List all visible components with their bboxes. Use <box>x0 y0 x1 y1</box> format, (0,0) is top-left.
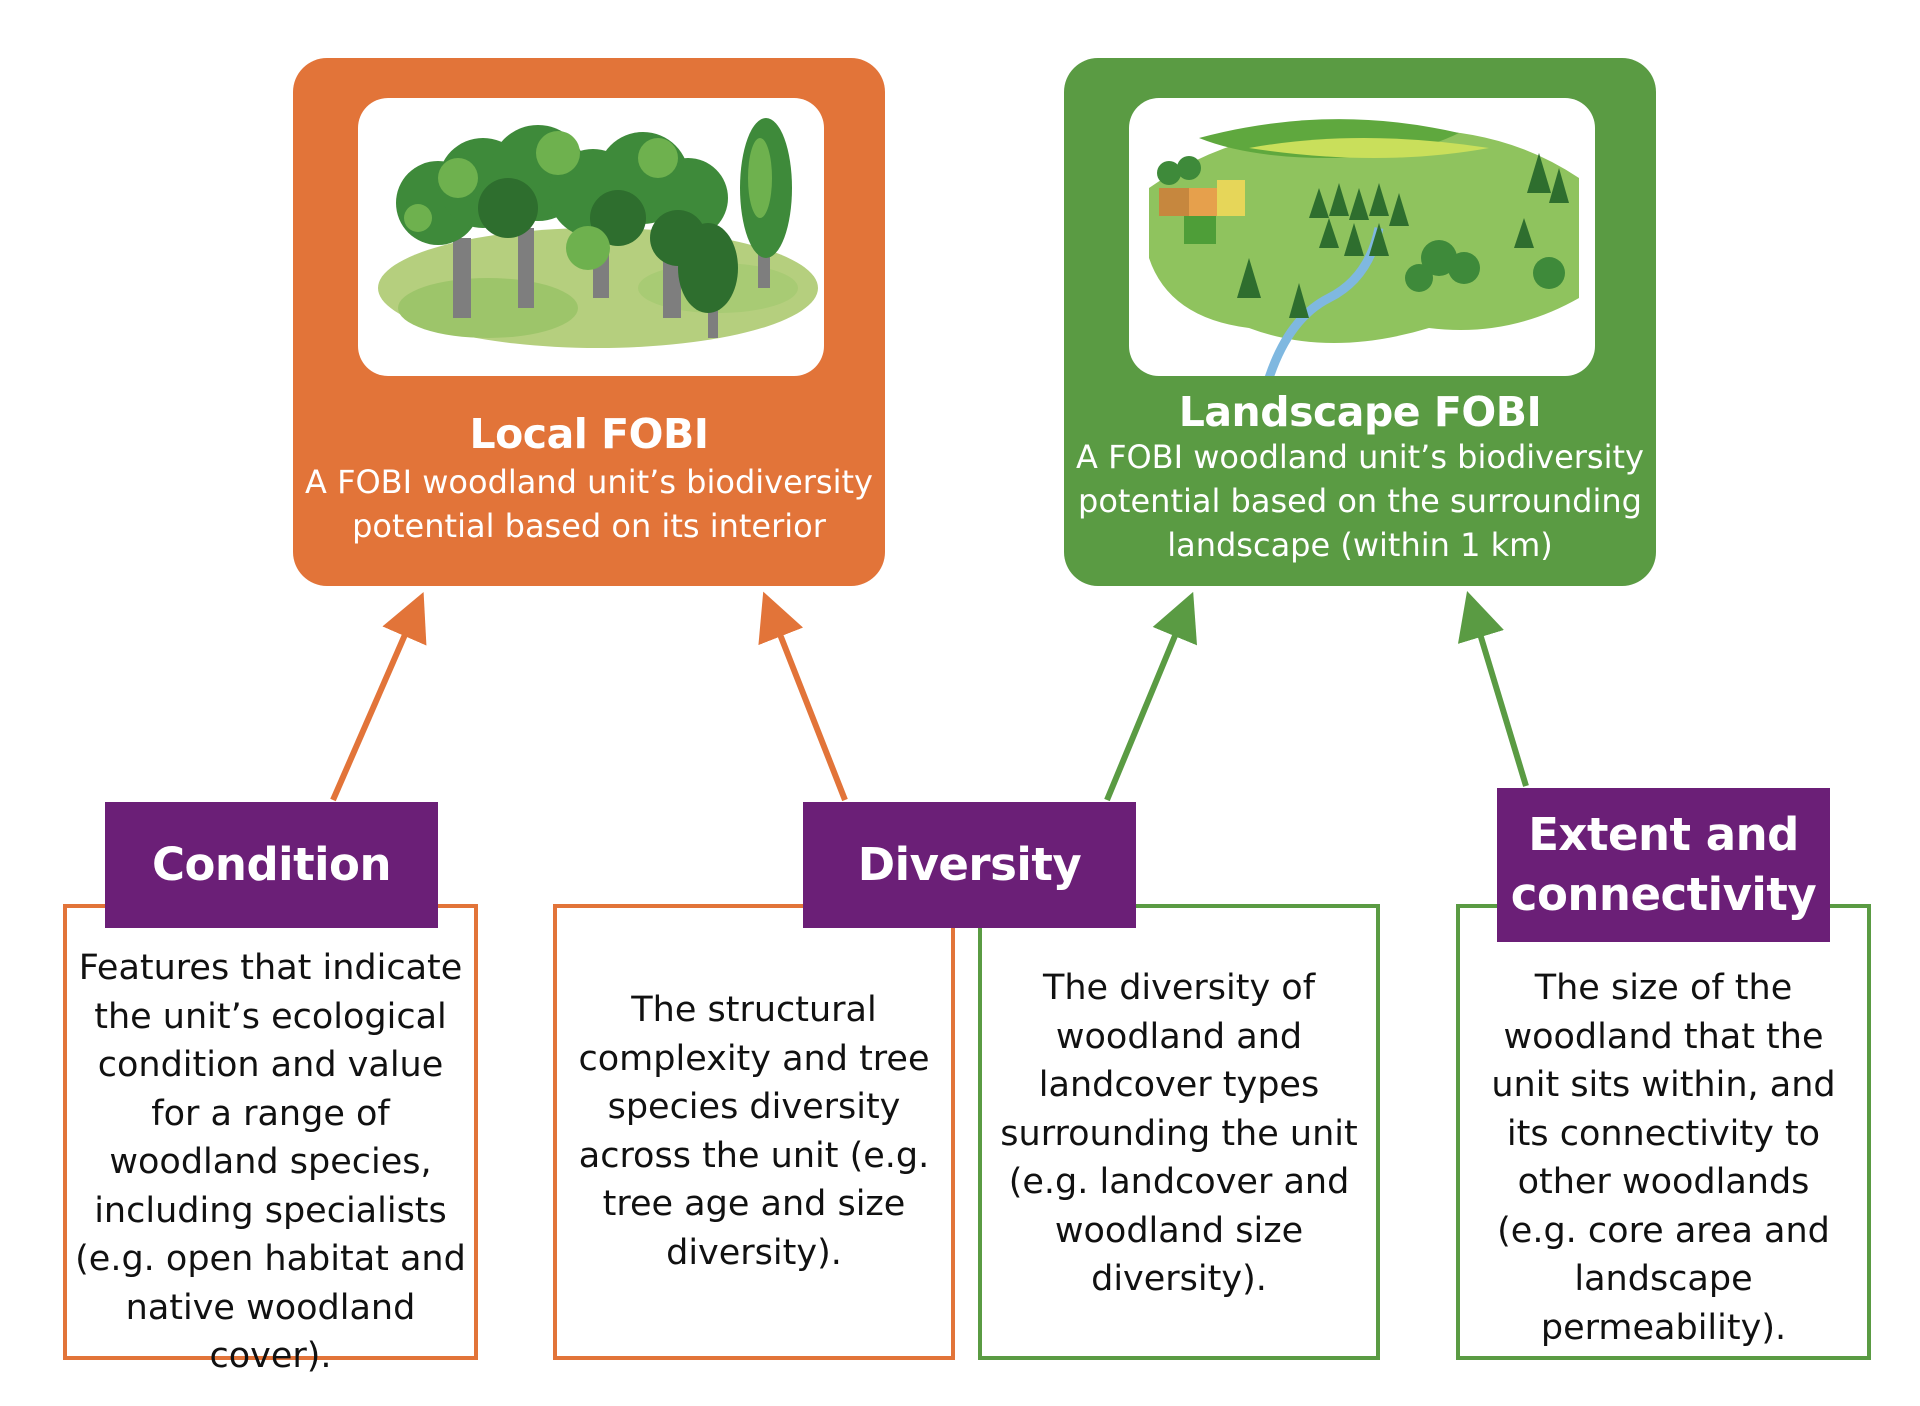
arrow-diversity-to-landscape <box>1104 591 1197 802</box>
landscape-illustration <box>1129 98 1595 376</box>
diversity-label: Diversity <box>803 802 1136 928</box>
condition-description: Features that indicate the unit’s ecolog… <box>75 948 466 1376</box>
condition-label: Condition <box>105 802 438 928</box>
diversity-local-description: The structural complexity and tree speci… <box>578 990 930 1273</box>
arrow-extent-to-landscape <box>1457 591 1529 787</box>
extent-box: The size of the woodland that the unit s… <box>1456 904 1871 1360</box>
extent-connectivity-label: Extent and connectivity <box>1497 788 1830 942</box>
landscape-fobi-subtitle: A FOBI woodland unit’s biodiversity pote… <box>1076 438 1644 564</box>
diversity-local-box: The structural complexity and tree speci… <box>553 904 955 1360</box>
arrow-diversity-to-local <box>758 591 848 802</box>
landscape-map-icon <box>1149 119 1579 376</box>
woodland-illustration <box>358 98 824 376</box>
extent-description: The size of the woodland that the unit s… <box>1491 968 1836 1348</box>
diversity-landscape-description: The diversity of woodland and landcover … <box>1000 968 1358 1299</box>
landscape-fobi-card: Landscape FOBI A FOBI woodland unit’s bi… <box>1064 58 1656 586</box>
woodland-trees-icon <box>378 118 818 348</box>
local-fobi-subtitle: A FOBI woodland unit’s biodiversity pote… <box>305 463 873 545</box>
local-fobi-title: Local FOBI <box>469 410 709 458</box>
condition-box: Features that indicate the unit’s ecolog… <box>63 904 478 1376</box>
diversity-landscape-box: The diversity of woodland and landcover … <box>978 904 1380 1360</box>
local-fobi-card: Local FOBI A FOBI woodland unit’s biodiv… <box>293 58 885 586</box>
arrow-condition-to-local <box>330 591 427 802</box>
landscape-fobi-title: Landscape FOBI <box>1178 388 1542 436</box>
